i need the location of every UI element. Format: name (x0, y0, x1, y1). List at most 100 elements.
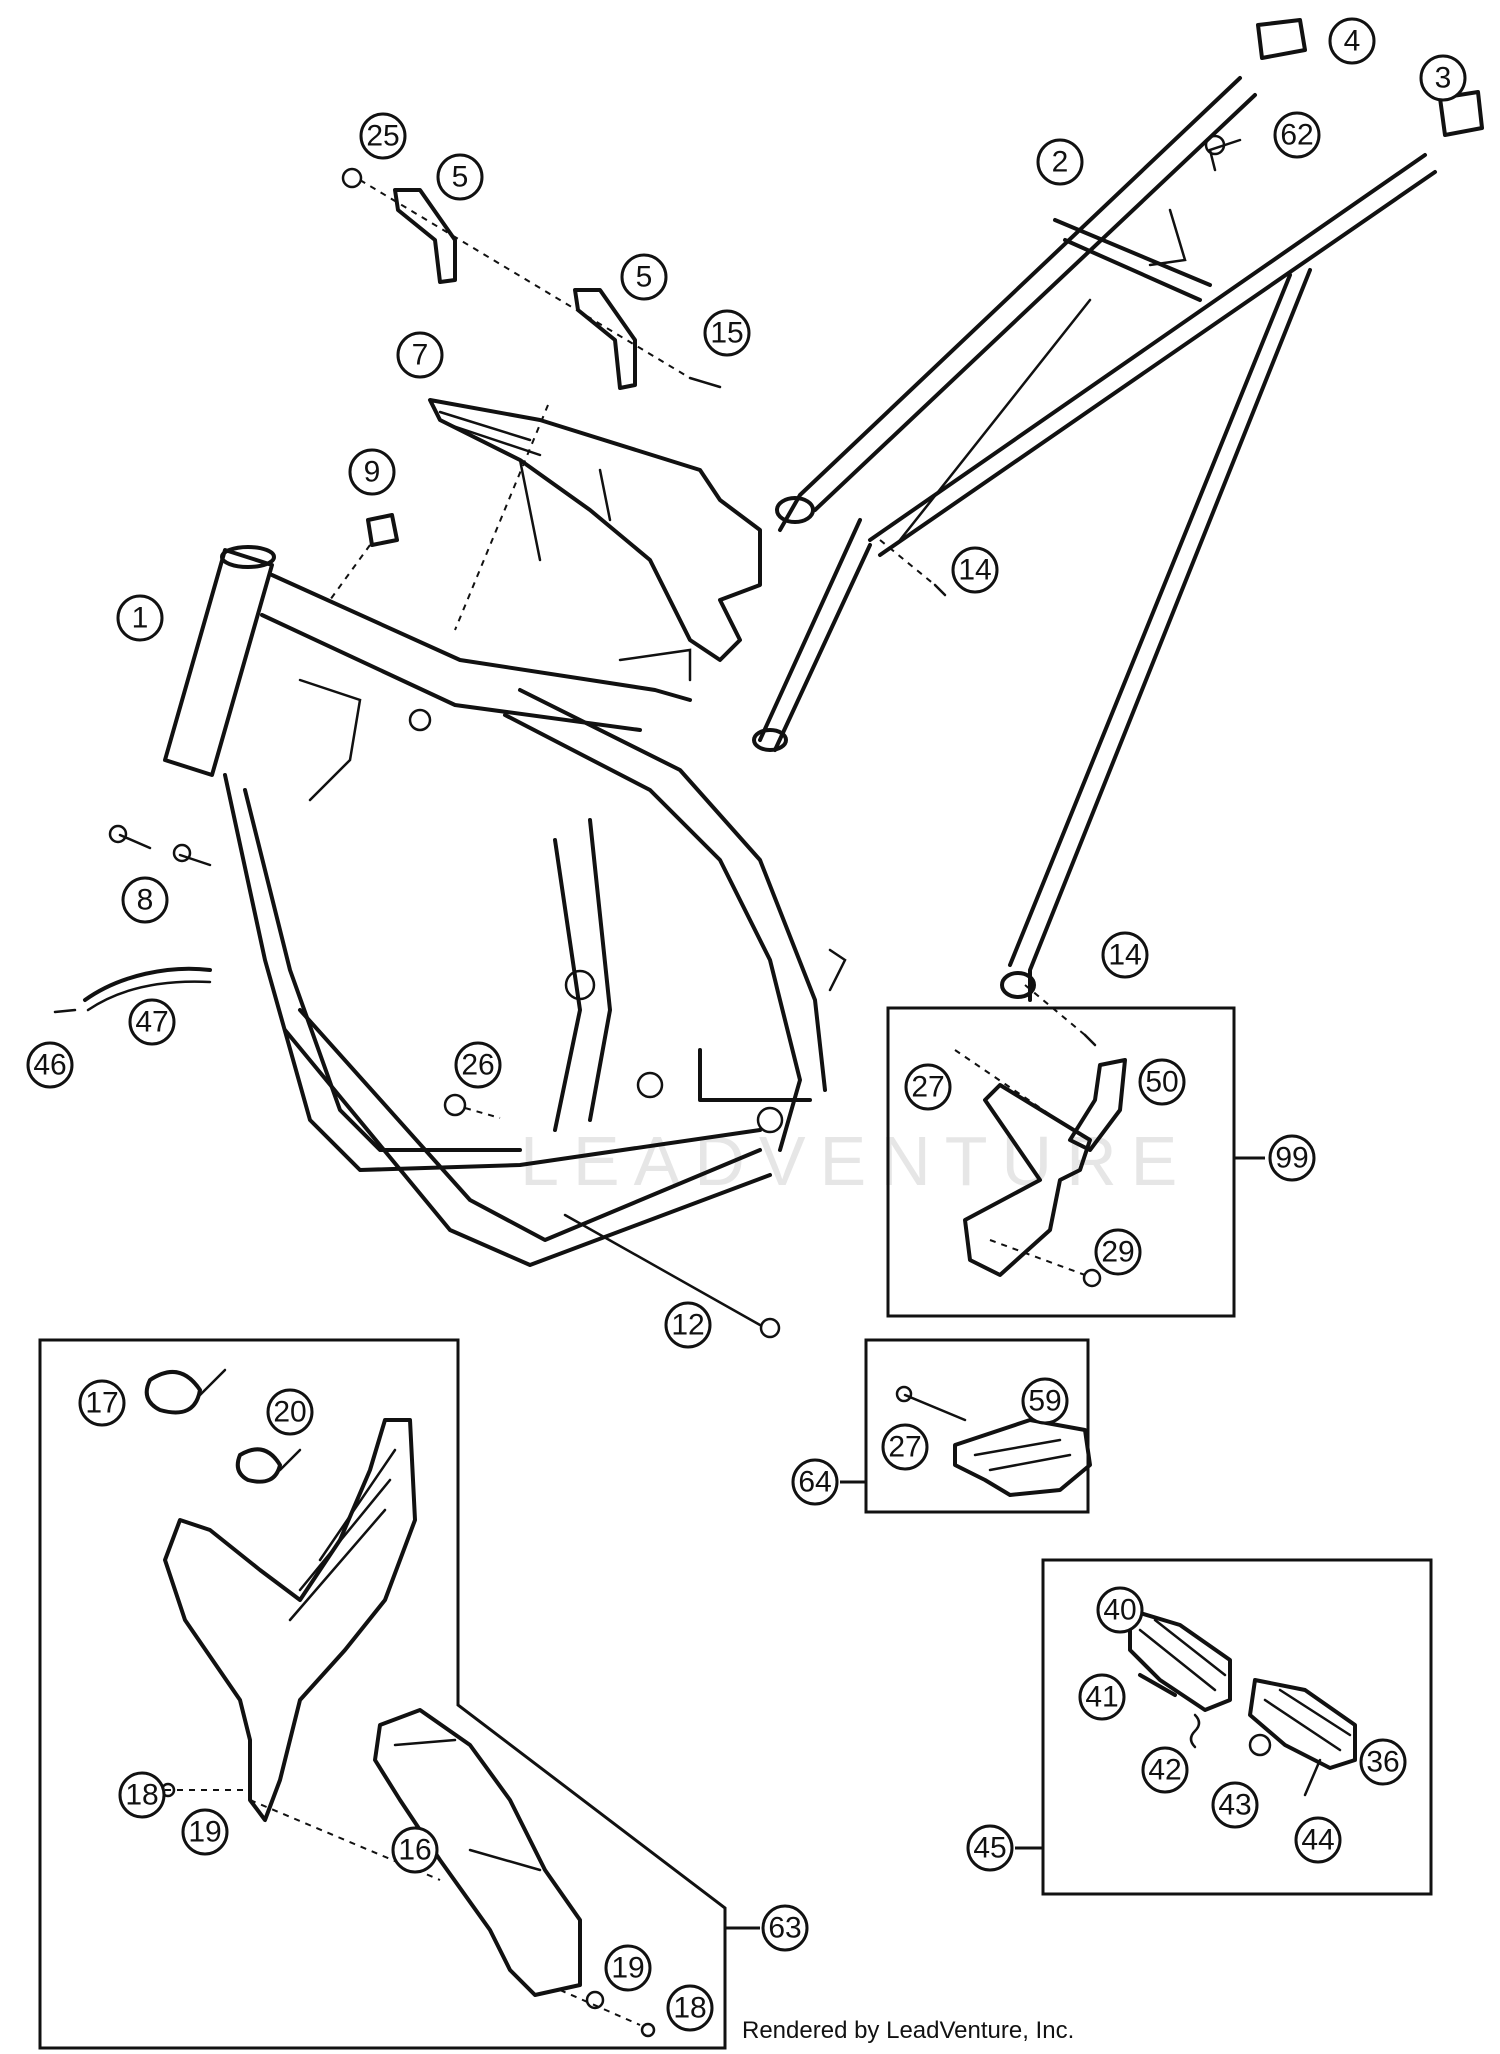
callout-43: 43 (1211, 1781, 1259, 1829)
frame-protector-right (373, 1708, 582, 1997)
callout-19a: 19 (181, 1808, 229, 1856)
rear-subframe (752, 76, 1437, 1002)
callout-3: 3 (1419, 54, 1467, 102)
svg-text:59: 59 (1028, 1385, 1061, 1418)
callout-19b: 19 (604, 1944, 652, 1992)
guard-block (963, 1083, 1092, 1277)
svg-text:27: 27 (911, 1071, 944, 1104)
callout-1: 1 (116, 594, 164, 642)
footer-credit: Rendered by LeadVenture, Inc. (742, 2017, 1074, 2044)
callout-99: 99 (1268, 1134, 1316, 1182)
callout-45: 45 (966, 1824, 1014, 1872)
callout-17: 17 (78, 1379, 126, 1427)
callout-4: 4 (1328, 17, 1376, 65)
callout-27b: 27 (881, 1423, 929, 1471)
svg-text:19: 19 (611, 1952, 644, 1985)
box-kit-99 (886, 1006, 1236, 1318)
svg-text:99: 99 (1275, 1142, 1308, 1175)
svg-text:40: 40 (1103, 1594, 1136, 1627)
svg-text:5: 5 (636, 261, 653, 294)
box-kit-45 (1041, 1558, 1433, 1896)
svg-text:18: 18 (673, 1992, 706, 2025)
nut-26 (443, 1093, 467, 1117)
box-kit-63 (38, 1338, 727, 2050)
callout-18a: 18 (118, 1771, 166, 1819)
callout-14a: 14 (951, 546, 999, 594)
svg-text:14: 14 (1108, 939, 1141, 972)
callout-14b: 14 (1101, 931, 1149, 979)
callout-50: 50 (1138, 1058, 1186, 1106)
bolt-8 (118, 833, 212, 867)
cable-tie-17 (144, 1370, 202, 1415)
svg-text:26: 26 (461, 1049, 494, 1082)
svg-text:9: 9 (364, 456, 381, 489)
svg-text:25: 25 (366, 120, 399, 153)
end-cap-4 (1256, 18, 1307, 60)
footrest-40 (1128, 1608, 1232, 1712)
svg-text:46: 46 (33, 1049, 66, 1082)
grommet-9 (366, 513, 399, 547)
guard-50 (1068, 1058, 1127, 1152)
svg-text:17: 17 (85, 1387, 118, 1420)
svg-text:8: 8 (137, 884, 154, 917)
callout-16: 16 (391, 1826, 439, 1874)
svg-text:14: 14 (958, 554, 991, 587)
box-kit-64 (864, 1338, 1090, 1514)
svg-text:43: 43 (1218, 1789, 1251, 1822)
callout-5a: 5 (436, 153, 484, 201)
callout-15: 15 (703, 309, 751, 357)
svg-text:63: 63 (768, 1912, 801, 1945)
svg-text:1: 1 (132, 602, 149, 635)
callout-44: 44 (1294, 1816, 1342, 1864)
frame-protector-left (163, 1418, 417, 1822)
svg-text:36: 36 (1366, 1746, 1399, 1779)
callout-29: 29 (1094, 1228, 1142, 1276)
svg-text:7: 7 (412, 339, 429, 372)
long-bolt-12 (563, 1213, 762, 1327)
watermark: LEADVENTURE (520, 1122, 1191, 1200)
callout-2: 2 (1036, 138, 1084, 186)
svg-text:5: 5 (452, 161, 469, 194)
callout-5b: 5 (620, 253, 668, 301)
svg-text:41: 41 (1085, 1681, 1118, 1714)
washer-43 (1248, 1733, 1272, 1757)
end-cap-3 (1438, 90, 1484, 137)
svg-text:50: 50 (1145, 1066, 1178, 1099)
cotter-pin-44 (1303, 1758, 1322, 1797)
callout-42: 42 (1141, 1746, 1189, 1794)
callout-40: 40 (1096, 1586, 1144, 1634)
svg-text:27: 27 (888, 1431, 921, 1464)
svg-text:2: 2 (1052, 146, 1069, 179)
svg-text:64: 64 (798, 1466, 831, 1499)
callout-18b: 18 (666, 1984, 714, 2032)
callout-36: 36 (1359, 1738, 1407, 1786)
svg-text:19: 19 (188, 1816, 221, 1849)
svg-text:18: 18 (125, 1779, 158, 1812)
bracket-7 (428, 398, 762, 662)
svg-text:62: 62 (1280, 119, 1313, 152)
callout-20: 20 (266, 1388, 314, 1436)
svg-text:12: 12 (671, 1309, 704, 1342)
callout-64: 64 (791, 1458, 839, 1506)
callout-26: 26 (454, 1041, 502, 1089)
svg-text:45: 45 (973, 1832, 1006, 1865)
bracket-5b (573, 288, 637, 390)
callout-41: 41 (1078, 1673, 1126, 1721)
svg-text:42: 42 (1148, 1754, 1181, 1787)
pin-41 (1138, 1673, 1177, 1697)
callout-27a: 27 (904, 1063, 952, 1111)
main-frame (163, 545, 847, 1267)
cable-tie-20 (235, 1447, 282, 1484)
spring-42 (1189, 1713, 1201, 1749)
bracket-5a (393, 188, 457, 284)
svg-text:16: 16 (398, 1834, 431, 1867)
guard-59 (953, 1418, 1092, 1497)
callout-25: 25 (359, 112, 407, 160)
callout-46: 46 (26, 1041, 74, 1089)
callout-63: 63 (761, 1904, 809, 1952)
callout-12: 12 (664, 1301, 712, 1349)
hose-47 (83, 966, 212, 1002)
footrest-36 (1248, 1678, 1357, 1770)
svg-text:44: 44 (1301, 1824, 1334, 1857)
